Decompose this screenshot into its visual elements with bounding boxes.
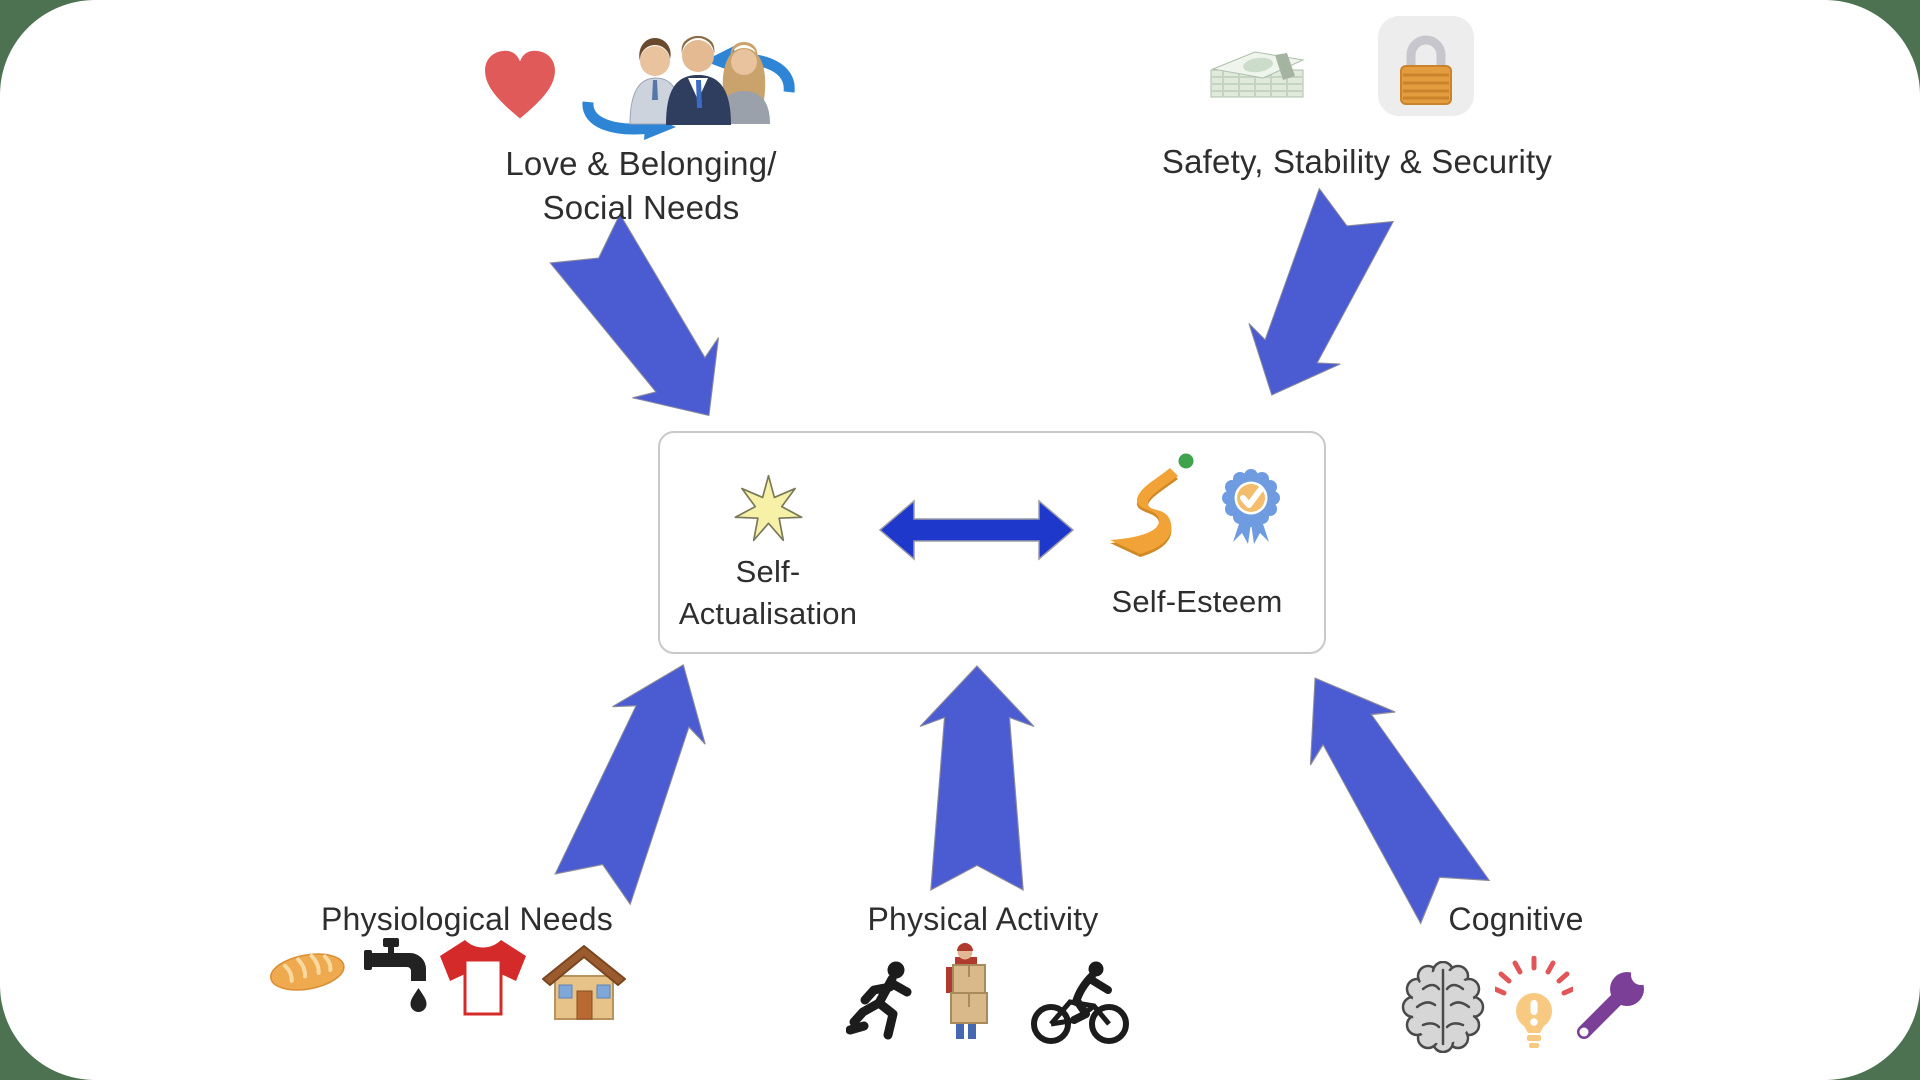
- lightbulb-icon: [1495, 956, 1573, 1048]
- label-safety: Safety, Stability & Security: [1161, 143, 1553, 180]
- runner-icon: [846, 961, 912, 1040]
- arrow-love-to-center: [541, 207, 753, 447]
- person-center: [666, 35, 731, 125]
- tshirt-icon: [440, 940, 526, 1016]
- label-physiological: Physiological Needs: [321, 901, 613, 937]
- path-goal-dot: [1178, 453, 1194, 469]
- money-stack-icon: [1210, 51, 1305, 98]
- star-icon: [734, 474, 803, 542]
- arrow-physiological-to-center: [545, 645, 731, 909]
- faucet-icon: [364, 938, 427, 1012]
- bread-icon: [270, 953, 345, 991]
- arrow-physical-activity-to-center: [919, 665, 1035, 891]
- double-arrow-icon: [878, 499, 1075, 561]
- label-cognitive: Cognitive: [1448, 901, 1584, 937]
- label-love-belonging: Love & Belonging/ Social Needs: [505, 145, 777, 227]
- box-carrier-icon: [946, 943, 988, 1039]
- cyclist-icon: [1031, 961, 1129, 1044]
- center-box: [658, 431, 1326, 654]
- house-icon: [542, 945, 626, 1020]
- padlock-icon: [1378, 16, 1474, 116]
- arrow-safety-to-center: [1225, 184, 1403, 416]
- label-physical-activity: Physical Activity: [867, 901, 1099, 937]
- label-self-esteem: Self-Esteem: [1111, 584, 1283, 619]
- wrench-icon: [1577, 966, 1650, 1039]
- award-badge-icon: [1222, 469, 1280, 544]
- label-self-actualisation: Self- Actualisation: [678, 554, 858, 631]
- people-sync-icon: [582, 35, 795, 140]
- brain-icon: [1401, 961, 1485, 1053]
- person-right: [718, 42, 770, 124]
- heart-icon: [485, 50, 555, 119]
- winding-path-icon: [1110, 453, 1194, 557]
- arrow-cognitive-to-center: [1272, 650, 1498, 930]
